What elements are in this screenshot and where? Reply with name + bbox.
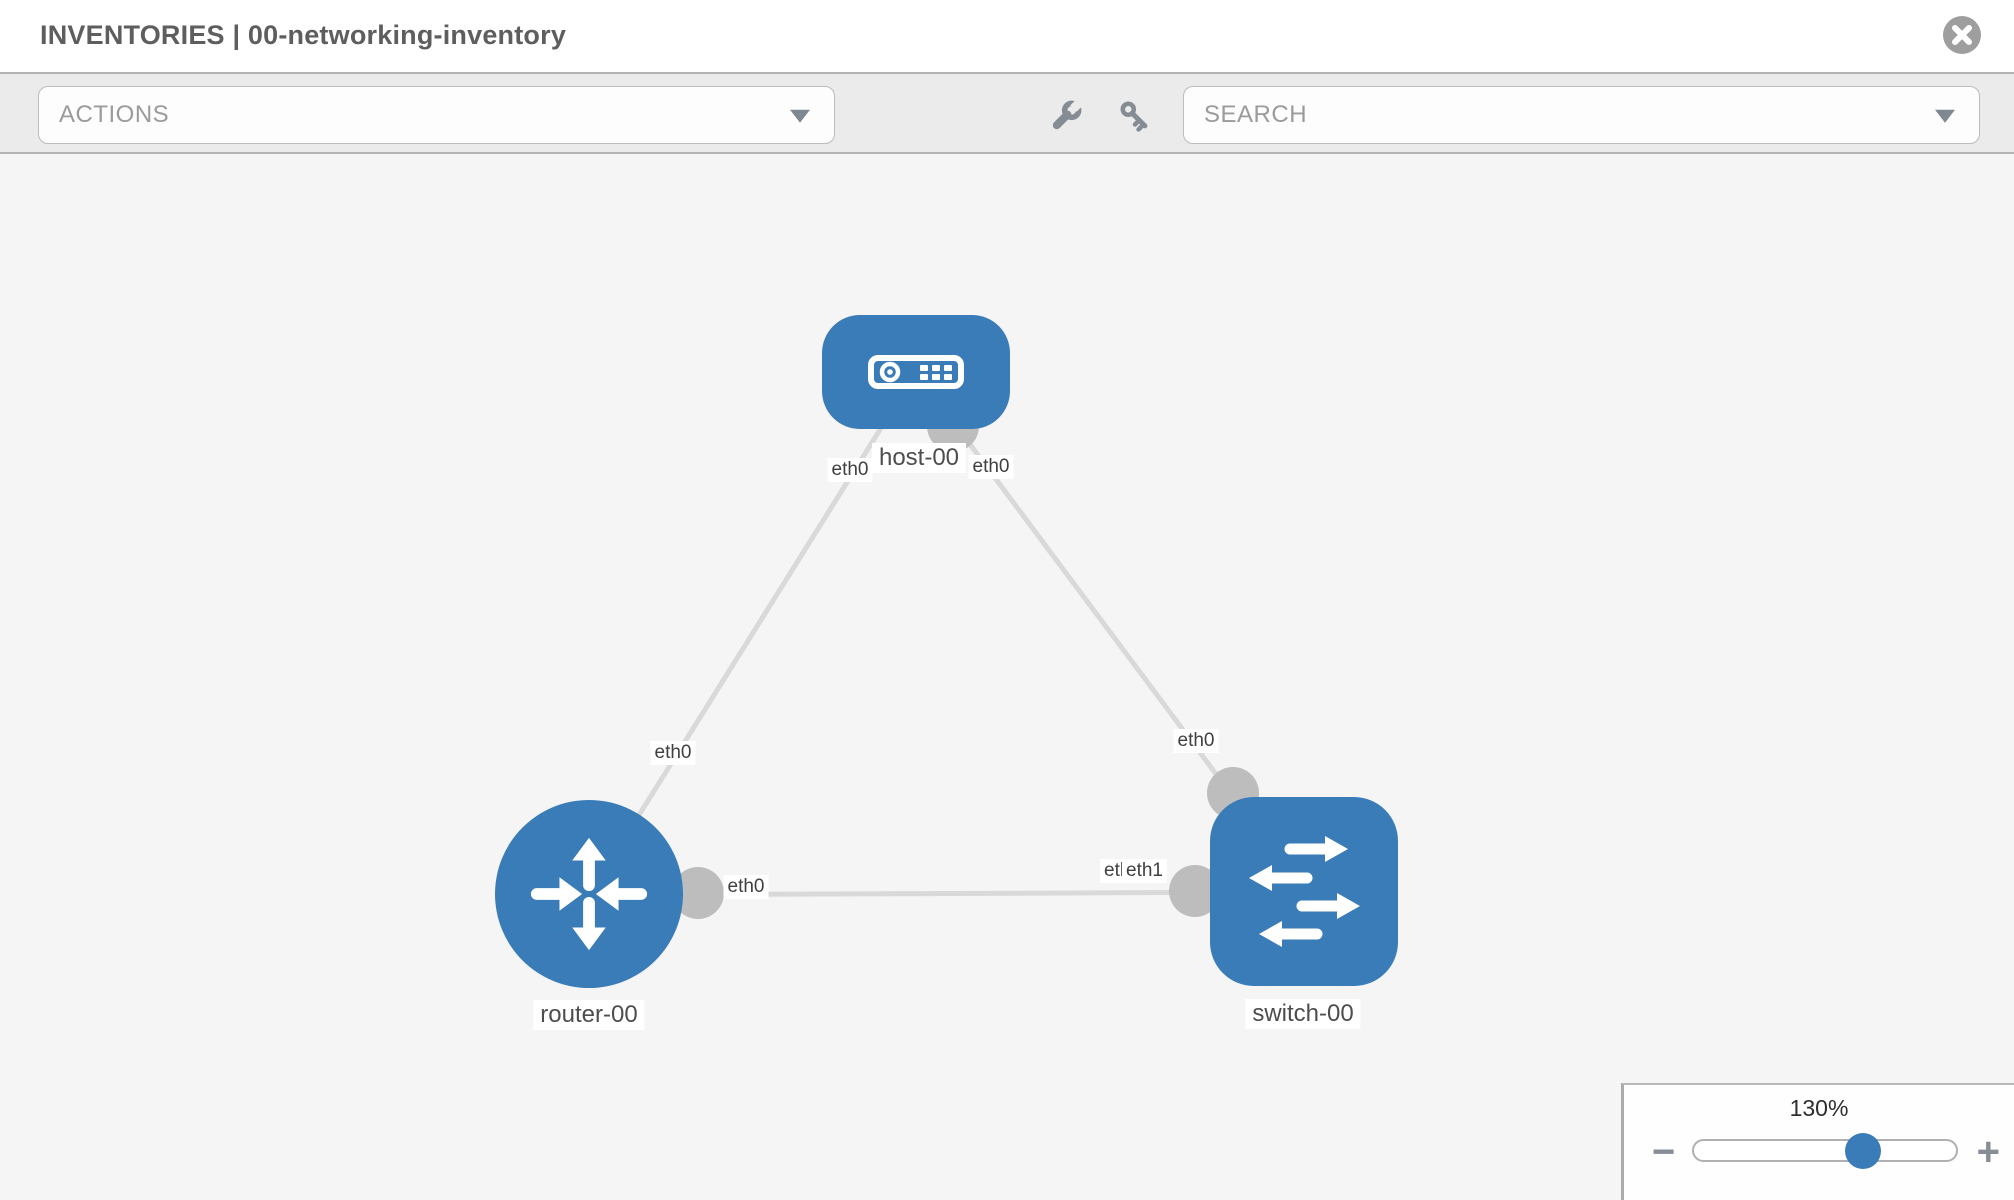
key-icon[interactable] xyxy=(1117,98,1153,134)
toolbar: ACTIONS xyxy=(0,72,2014,154)
chevron-down-icon xyxy=(790,109,810,123)
close-button[interactable] xyxy=(1943,16,1981,54)
interface-label-switch-eth1: eth1 xyxy=(1122,859,1167,883)
interface-label-host-eth0-left: eth0 xyxy=(827,458,873,482)
switch-icon xyxy=(1249,835,1360,947)
zoom-in-button[interactable]: + xyxy=(1976,1130,2000,1174)
interface-connector-switch-eth1[interactable] xyxy=(1169,865,1221,917)
node-host-00[interactable] xyxy=(822,315,1010,429)
actions-dropdown[interactable]: ACTIONS xyxy=(38,86,835,144)
zoom-slider-row: − + xyxy=(1624,1130,2014,1174)
search-input[interactable] xyxy=(1184,87,1979,143)
node-label-router-00: router-00 xyxy=(533,1000,645,1030)
topology-canvas[interactable]: eth0 eth0 eth0 eth0 eth1 eth1 eth0 host-… xyxy=(0,154,2014,1200)
node-switch-00[interactable] xyxy=(1210,797,1398,986)
chevron-down-icon xyxy=(1935,109,1955,123)
interface-label-router-eth0: eth0 xyxy=(723,875,769,899)
zoom-slider-track[interactable] xyxy=(1692,1132,1958,1169)
search-box xyxy=(1183,86,1980,144)
page-title: INVENTORIES | 00-networking-inventory xyxy=(40,20,567,50)
node-router-00[interactable] xyxy=(495,800,683,988)
zoom-control-panel: 130% − + xyxy=(1621,1083,2014,1200)
node-label-switch-00: switch-00 xyxy=(1245,999,1361,1029)
router-icon xyxy=(530,837,648,951)
interface-connector-router-eth0[interactable] xyxy=(672,867,724,919)
links-layer xyxy=(586,370,1307,919)
wrench-icon[interactable] xyxy=(1048,98,1084,134)
close-icon xyxy=(1952,25,1972,45)
interface-label-switch-eth1-back: eth1 xyxy=(1100,859,1125,883)
host-icon xyxy=(868,355,964,389)
header: INVENTORIES | 00-networking-inventory xyxy=(0,0,2014,72)
zoom-level-value: 130% xyxy=(1789,1095,1849,1121)
zoom-out-button[interactable]: − xyxy=(1652,1130,1676,1174)
actions-dropdown-label: ACTIONS xyxy=(59,101,170,128)
node-label-host-00: host-00 xyxy=(871,443,967,473)
zoom-slider-thumb[interactable] xyxy=(1844,1132,1881,1169)
interface-label-host-eth0-right: eth0 xyxy=(968,455,1014,479)
interface-label-switch-eth0: eth0 xyxy=(1173,729,1219,753)
interface-label-router-link-eth0: eth0 xyxy=(650,741,696,765)
